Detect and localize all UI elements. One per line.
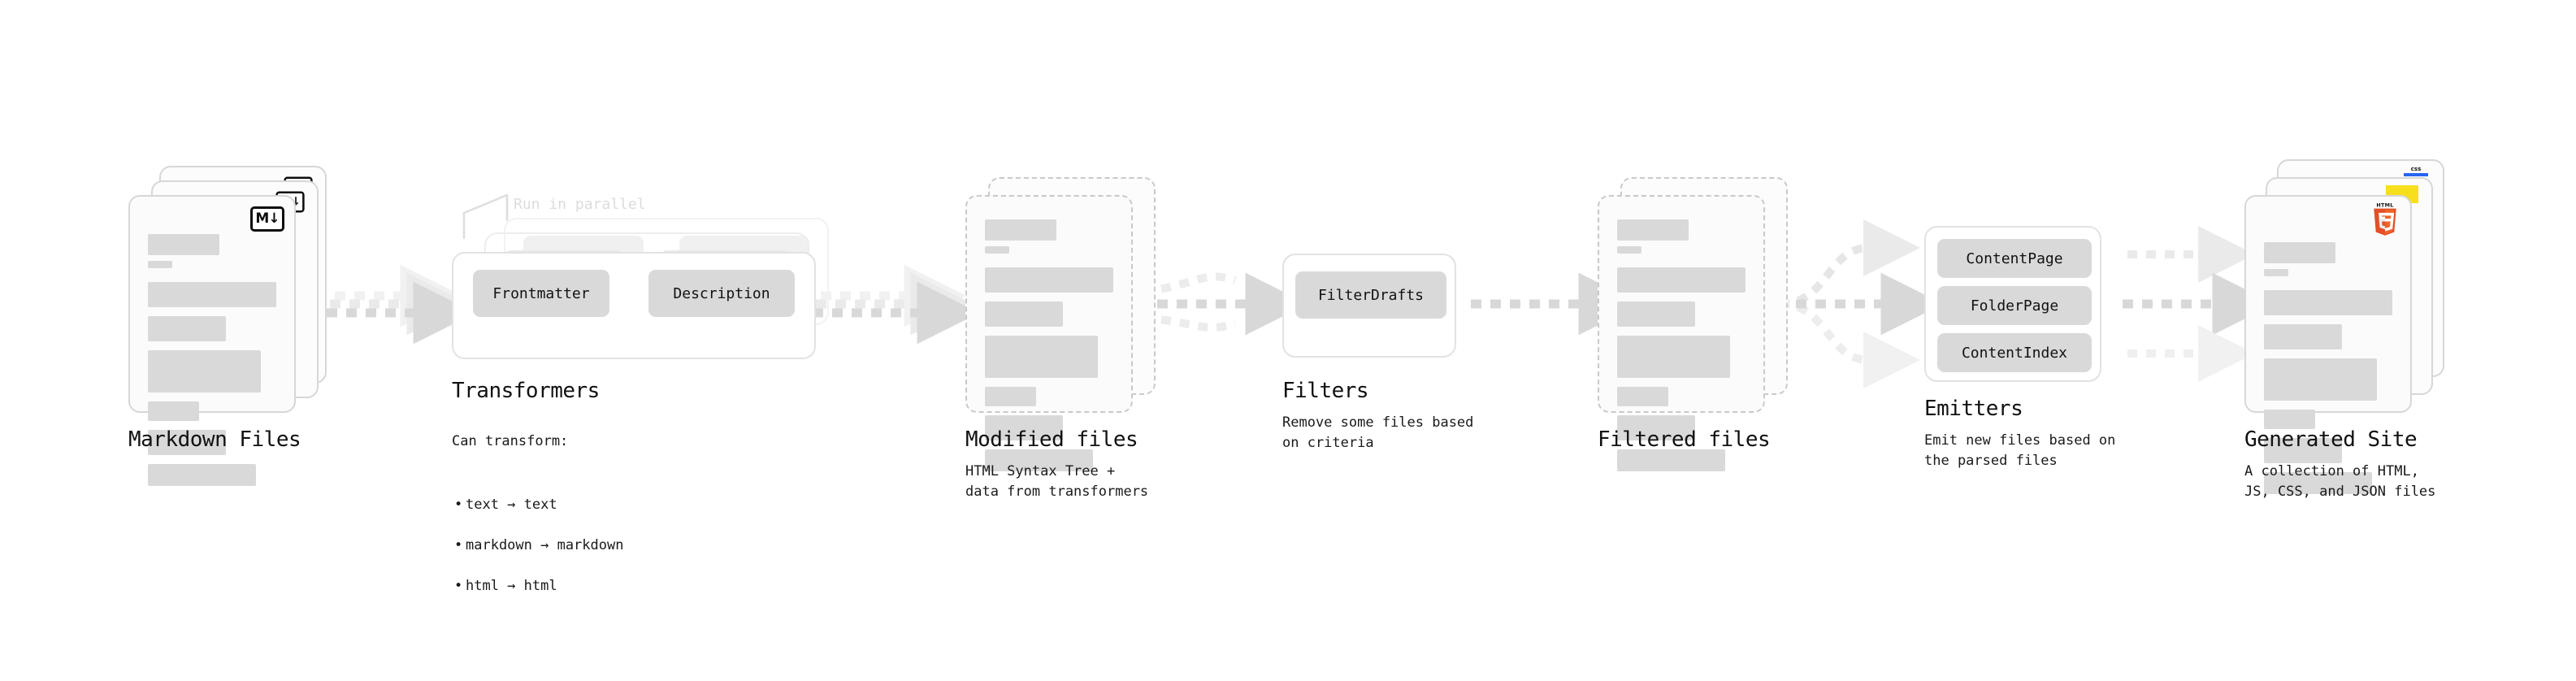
skeleton-bar xyxy=(1617,246,1642,254)
skeleton-bar xyxy=(2264,472,2372,494)
skeleton-bar xyxy=(985,246,1010,254)
skeleton-bar xyxy=(148,261,173,268)
html5-wordmark: HTML xyxy=(2376,202,2393,208)
skeleton-bar xyxy=(2264,358,2378,401)
markdown-badge-arrow: ↓ xyxy=(291,194,301,209)
skeleton-bar xyxy=(148,234,220,255)
skeleton-bar xyxy=(2264,410,2316,429)
stage-description: A collection of HTML, JS, CSS, and JSON … xyxy=(2244,463,2436,500)
emitter-pill-folderpage[interactable]: FolderPage xyxy=(1937,286,2092,325)
skeleton-bar xyxy=(985,301,1064,327)
transform-list-item: markdown → markdown xyxy=(454,536,744,556)
document-sheet-front: HTML xyxy=(2244,195,2412,494)
skeleton-bar xyxy=(1617,301,1696,327)
run-in-parallel-label: Run in parallel xyxy=(514,196,646,213)
skeleton-bar xyxy=(148,350,262,393)
stage-title: Modified files xyxy=(965,427,1138,452)
css-badge-label: css xyxy=(2410,166,2422,172)
markdown-badge-arrow: ↓ xyxy=(268,210,280,227)
filter-pill-filterdrafts[interactable]: FilterDrafts xyxy=(1295,271,1446,319)
skeleton-bar xyxy=(2264,324,2343,349)
document-skeleton xyxy=(985,219,1113,480)
stage-title: Generated Site xyxy=(2244,427,2418,452)
transform-list-item: text → text xyxy=(454,495,744,515)
skeleton-bar xyxy=(985,219,1057,241)
skeleton-bar xyxy=(1617,219,1689,241)
stage-caption-filtered-files: Filtered files xyxy=(1598,427,1866,452)
stage-description: HTML Syntax Tree + data from transformer… xyxy=(965,463,1149,500)
skeleton-bar xyxy=(148,282,276,307)
transformer-pill-description[interactable]: Description xyxy=(648,270,795,317)
skeleton-bar xyxy=(1617,336,1731,378)
stage-title: Transformers xyxy=(452,379,600,403)
stage-description: Can transform: text → text markdown → ma… xyxy=(452,411,744,637)
stage-description: Emit new files based on the parsed files xyxy=(1924,432,2116,469)
skeleton-bar xyxy=(2264,242,2336,263)
skeleton-bar xyxy=(148,464,256,486)
skeleton-bar xyxy=(148,401,200,421)
transformer-pill-label: Frontmatter xyxy=(492,284,590,302)
transformer-pill-label: Description xyxy=(673,284,770,302)
skeleton-bar xyxy=(1617,449,1725,471)
skeleton-bar xyxy=(1617,387,1669,406)
transform-list: text → text markdown → markdown html → h… xyxy=(452,475,744,617)
skeleton-bar xyxy=(148,316,227,341)
stage-caption-markdown-files: Markdown Files xyxy=(128,427,397,452)
skeleton-bar xyxy=(985,387,1037,406)
css-badge: css xyxy=(2402,166,2430,182)
skeleton-bar xyxy=(985,415,1064,440)
stage-caption-modified-files: Modified files HTML Syntax Tree + data f… xyxy=(965,427,1234,502)
stage-title: Filtered files xyxy=(1598,427,1771,452)
skeleton-bar xyxy=(148,430,227,455)
transformer-pill-frontmatter[interactable]: Frontmatter xyxy=(473,270,609,317)
skeleton-bar xyxy=(985,449,1093,471)
emitter-pill-label: ContentPage xyxy=(1966,249,2063,267)
skeleton-bar xyxy=(2264,269,2289,276)
skeleton-bar xyxy=(2264,290,2392,315)
stage-title: Emitters xyxy=(1924,397,2023,421)
transformers-group-box: Frontmatter Description xyxy=(452,252,816,359)
stage-caption-emitters: Emitters Emit new files based on the par… xyxy=(1924,397,2201,471)
skeleton-bar xyxy=(985,336,1099,378)
emitter-pill-label: FolderPage xyxy=(1970,297,2059,314)
connector-filtered-to-emitters xyxy=(1776,219,1944,388)
emitters-group-box: ContentPage FolderPage ContentIndex xyxy=(1924,226,2101,382)
document-skeleton xyxy=(148,234,276,495)
stage-caption-generated-site: Generated Site A collection of HTML, JS,… xyxy=(2244,427,2537,502)
html5-shield-icon: HTML xyxy=(2374,202,2396,236)
document-skeleton xyxy=(1617,219,1746,480)
filter-pill-label: FilterDrafts xyxy=(1317,286,1425,304)
filters-group-box: FilterDrafts xyxy=(1282,254,1456,358)
emitter-pill-contentpage[interactable]: ContentPage xyxy=(1937,239,2092,278)
emitter-pill-label: ContentIndex xyxy=(1961,344,2068,362)
transform-list-item: html → html xyxy=(454,576,744,596)
stage-caption-filters: Filters Remove some files based on crite… xyxy=(1282,379,1550,453)
connector-transformers-to-modified xyxy=(813,264,980,345)
stage-description: Remove some files based on criteria xyxy=(1282,414,1474,451)
emitter-pill-contentindex[interactable]: ContentIndex xyxy=(1937,333,2092,372)
document-skeleton xyxy=(2264,242,2392,503)
skeleton-bar xyxy=(985,267,1113,293)
connector-emitters-to-site xyxy=(2123,226,2275,382)
css-badge-underline xyxy=(2404,173,2428,176)
skeleton-bar xyxy=(2264,438,2343,463)
stage-caption-transformers: Transformers Can transform: text → text … xyxy=(452,379,744,637)
stage-title: Markdown Files xyxy=(128,427,301,452)
document-sheet-front xyxy=(1598,195,1765,471)
html5-badge: HTML xyxy=(2370,202,2400,237)
stage-description-lead: Can transform: xyxy=(452,433,569,449)
document-sheet-front xyxy=(965,195,1133,471)
skeleton-bar xyxy=(1617,267,1746,293)
markdown-badge: M↓ xyxy=(250,206,284,232)
stage-title: Filters xyxy=(1282,379,1369,403)
skeleton-bar xyxy=(1617,415,1696,440)
document-sheet-front: M↓ xyxy=(128,195,296,486)
markdown-badge-letter: M xyxy=(255,210,269,227)
